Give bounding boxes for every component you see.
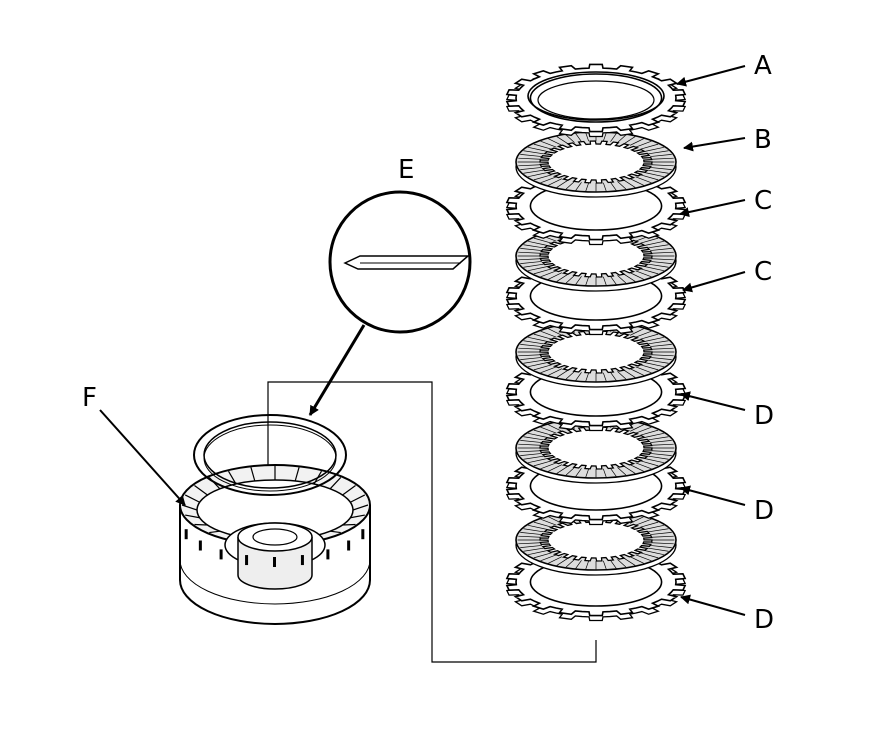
drum-spline: [350, 514, 365, 519]
drum-spline: [342, 523, 356, 526]
friction-disc-splines: [539, 426, 653, 470]
callout-f: F: [82, 383, 97, 413]
callout-f-leader: [99, 409, 186, 506]
callout-d1-leader: [680, 391, 746, 411]
stack-friction-disc: [515, 417, 677, 484]
callout-d2-leader: [680, 485, 746, 506]
friction-disc-splines: [539, 330, 653, 374]
drum-spline: [209, 530, 220, 534]
callout-b-leader: [683, 137, 746, 152]
callout-d2: D: [754, 496, 774, 526]
stack-steel-plate: [505, 63, 687, 138]
callout-c2: C: [754, 257, 772, 287]
friction-grooves: [517, 510, 675, 570]
callout-d1: D: [754, 401, 774, 431]
callout-c2-leader: [682, 271, 746, 293]
assembly-bracket-line: [267, 381, 597, 663]
drum-slot: [245, 555, 249, 566]
callout-b: B: [754, 125, 772, 155]
drum-spline: [352, 504, 369, 511]
drum-spline: [330, 530, 341, 534]
stack-friction-disc: [515, 131, 677, 198]
drum-slot: [184, 529, 188, 540]
drum-slot: [219, 549, 223, 560]
detail-e-leader: [308, 324, 366, 416]
friction-disc-splines: [539, 140, 653, 184]
drum-spline: [181, 504, 198, 511]
callout-c1-leader: [679, 199, 746, 217]
callout-e: E: [398, 155, 414, 185]
drum-spline: [250, 467, 256, 482]
drum-slot: [326, 549, 330, 560]
clutch-plate-stack: [505, 63, 687, 622]
callout-d3: D: [754, 605, 774, 635]
retaining-plate-ring: [527, 71, 665, 121]
friction-grooves: [517, 132, 675, 192]
drum-spline: [185, 514, 200, 519]
drum-spline: [329, 477, 342, 490]
stack-friction-disc: [515, 509, 677, 576]
cross-section-detail: [328, 190, 472, 334]
drum-slot: [347, 540, 351, 551]
callout-a-leader: [676, 65, 746, 87]
drum-slot: [198, 540, 202, 551]
drum-spline: [194, 485, 208, 496]
callout-d3-leader: [680, 594, 746, 616]
drum-spline: [184, 494, 200, 503]
snap-ring: [193, 414, 347, 496]
drum-slot: [300, 555, 304, 566]
clutch-drum: [179, 464, 371, 625]
drum-spline: [342, 485, 356, 496]
drum-slot: [273, 557, 276, 567]
drum-spline: [194, 523, 208, 526]
drum-spline: [227, 470, 237, 485]
drum-spline: [294, 467, 300, 482]
callout-c1: C: [754, 186, 772, 216]
callout-a: A: [754, 51, 772, 81]
drum-slot: [361, 529, 365, 540]
steel-plate-bore: [529, 73, 663, 123]
drum-spline: [350, 494, 366, 503]
